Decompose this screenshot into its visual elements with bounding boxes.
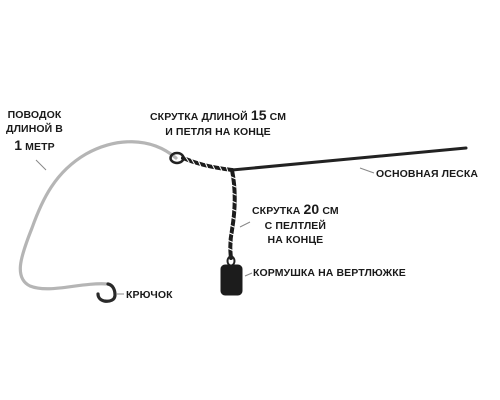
label-twist-down-line1: СКРУТКА 20 СМ — [252, 200, 339, 219]
down-twist — [226, 168, 237, 260]
label-leader-line1: ПОВОДОК — [7, 109, 62, 121]
label-leader-number: 1 — [14, 137, 23, 154]
label-leader: ПОВОДОК ДЛИНОЙ В 1 МЕТР — [6, 108, 63, 155]
hook-shape — [96, 282, 117, 303]
label-feeder-text: КОРМУШКА НА ВЕРТЛЮЖКЕ — [253, 267, 406, 279]
label-main-line-text: ОСНОВНАЯ ЛЕСКА — [376, 168, 479, 180]
label-twist-top-line2: И ПЕТЛЯ НА КОНЦЕ — [165, 125, 271, 138]
label-twist-down-line2: С ПЕЛТЛЕЙ — [264, 219, 327, 232]
pointer-feeder — [244, 272, 253, 277]
label-twist-top-text: СКРУТКА ДЛИНОЙ — [150, 111, 248, 123]
label-hook-text: КРЮЧОК — [126, 289, 173, 301]
pointer-leader — [35, 159, 47, 171]
label-twist-down: СКРУТКА 20 СМ С ПЕЛТЛЕЙ НА КОНЦЕ — [252, 200, 339, 247]
label-hook: КРЮЧОК — [126, 288, 173, 302]
label-twist-top-line1: СКРУТКА ДЛИНОЙ 15 СМ — [150, 106, 286, 125]
label-twist-down-unit: СМ — [322, 205, 339, 217]
top-twist — [181, 155, 234, 173]
label-twist-down-line3: НА КОНЦЕ — [267, 234, 324, 247]
main-line — [230, 146, 468, 172]
label-twist-down-number: 20 — [303, 201, 320, 217]
label-twist-top-unit: СМ — [269, 111, 287, 123]
label-leader-line3: 1 МЕТР — [6, 136, 63, 155]
leader-line — [18, 140, 178, 291]
label-twist-top: СКРУТКА ДЛИНОЙ 15 СМ И ПЕТЛЯ НА КОНЦЕ — [150, 106, 286, 139]
feeder-body — [220, 264, 243, 296]
label-feeder: КОРМУШКА НА ВЕРТЛЮЖКЕ — [253, 266, 406, 280]
pointer-main-line — [359, 167, 375, 174]
label-leader-line2: ДЛИНОЙ В — [6, 123, 63, 136]
pointer-twist-down — [239, 221, 251, 228]
label-twist-down-text: СКРУТКА — [252, 205, 301, 217]
label-leader-unit: МЕТР — [25, 141, 55, 154]
label-main-line: ОСНОВНАЯ ЛЕСКА — [376, 167, 478, 181]
label-twist-top-number: 15 — [250, 107, 267, 123]
